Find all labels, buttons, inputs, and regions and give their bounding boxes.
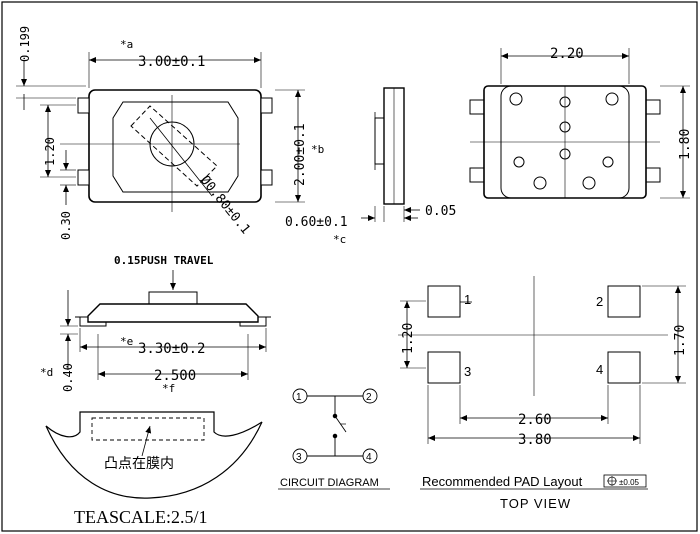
side-offset-label: 0.05 bbox=[425, 204, 456, 219]
pad-total-v-label: 1.70 bbox=[673, 325, 688, 356]
front-view bbox=[60, 270, 271, 380]
front-height-label: 0.40 bbox=[61, 363, 75, 392]
annot-e: *e bbox=[120, 335, 133, 348]
circuit-title: CIRCUIT DIAGRAM bbox=[280, 477, 379, 489]
annot-f: *f bbox=[162, 382, 175, 395]
pad-outer-h-label: 3.80 bbox=[518, 432, 552, 448]
membrane-dome bbox=[45, 421, 263, 499]
front-lead-left bbox=[79, 317, 107, 327]
front-pitch-label: 2.500 bbox=[154, 368, 196, 384]
annot-d: *d bbox=[40, 366, 53, 379]
lead-top-right bbox=[260, 97, 273, 114]
circuit-diagram bbox=[278, 388, 390, 490]
bottom-height-label: 1.80 bbox=[678, 129, 693, 160]
lead-width-label: 0.30 bbox=[59, 211, 73, 240]
height-label: 2.00±0.1 bbox=[293, 123, 308, 186]
membrane-detail bbox=[45, 411, 263, 499]
bottom-lead-tr bbox=[645, 99, 661, 115]
pad-3 bbox=[427, 351, 461, 384]
pad-1 bbox=[427, 285, 461, 318]
bottom-view bbox=[469, 48, 690, 199]
circuit-pin-4-label: 4 bbox=[366, 452, 372, 463]
lead-bottom-right bbox=[260, 169, 273, 186]
side-actuator bbox=[374, 117, 385, 165]
top-offset-label: 0.199 bbox=[18, 26, 32, 62]
front-lead-right bbox=[239, 317, 267, 327]
circuit-pin-2-label: 2 bbox=[366, 392, 372, 403]
front-body bbox=[87, 303, 259, 323]
front-overall-label: 3.30±0.2 bbox=[138, 341, 205, 357]
pad-1-label: 1 bbox=[464, 292, 471, 307]
side-view bbox=[361, 87, 420, 222]
membrane-outline bbox=[112, 101, 239, 193]
pad-3-label: 3 bbox=[464, 364, 471, 379]
dome-dashed-outline bbox=[130, 105, 218, 187]
switch-body-outline bbox=[88, 89, 262, 203]
annot-b: *b bbox=[311, 143, 324, 156]
pad-pitch-v-label: 1.20 bbox=[401, 323, 416, 354]
annot-a: *a bbox=[120, 38, 133, 51]
membrane-surface bbox=[45, 411, 263, 438]
pad-layout-title: Recommended PAD Layout bbox=[422, 474, 583, 489]
detail-label: 凸点在膜内 bbox=[104, 455, 174, 471]
bottom-width-label: 2.20 bbox=[550, 46, 584, 62]
push-travel-label: 0.15PUSH TRAVEL bbox=[114, 254, 214, 267]
circuit-pin-3-label: 3 bbox=[296, 452, 302, 463]
pad-layout-subtitle: TOP VIEW bbox=[500, 496, 571, 511]
bottom-lead-tl bbox=[469, 99, 485, 115]
pad-2 bbox=[607, 285, 641, 318]
pad-2-label: 2 bbox=[596, 294, 603, 309]
bottom-lead-br bbox=[645, 167, 661, 183]
circuit-pin-1-label: 1 bbox=[296, 392, 302, 403]
width-label: 3.00±0.1 bbox=[138, 54, 205, 70]
front-actuator bbox=[148, 291, 198, 305]
bottom-lead-bl bbox=[469, 167, 485, 183]
annot-c: *c bbox=[333, 233, 346, 246]
pad-4-label: 4 bbox=[596, 362, 603, 377]
tolerance-box bbox=[603, 474, 647, 488]
top-view bbox=[16, 52, 305, 212]
pad-layout bbox=[398, 276, 686, 490]
detail-leader bbox=[141, 425, 152, 457]
side-thickness-label: 0.60±0.1 bbox=[285, 215, 348, 230]
lead-top-left bbox=[77, 97, 90, 114]
tolerance-value: ±0.05 bbox=[619, 478, 640, 487]
lead-bottom-left bbox=[77, 169, 90, 186]
lead-pitch-label: 1.20 bbox=[43, 137, 57, 166]
pad-4 bbox=[607, 351, 641, 384]
pad-inner-h-label: 2.60 bbox=[518, 412, 552, 428]
scale-label: TEASCALE:2.5/1 bbox=[74, 507, 208, 527]
actuator-diameter-label: Ø0.80±0.1 bbox=[197, 173, 253, 237]
diameter-leader bbox=[149, 117, 213, 197]
bump-dashed bbox=[91, 417, 205, 441]
